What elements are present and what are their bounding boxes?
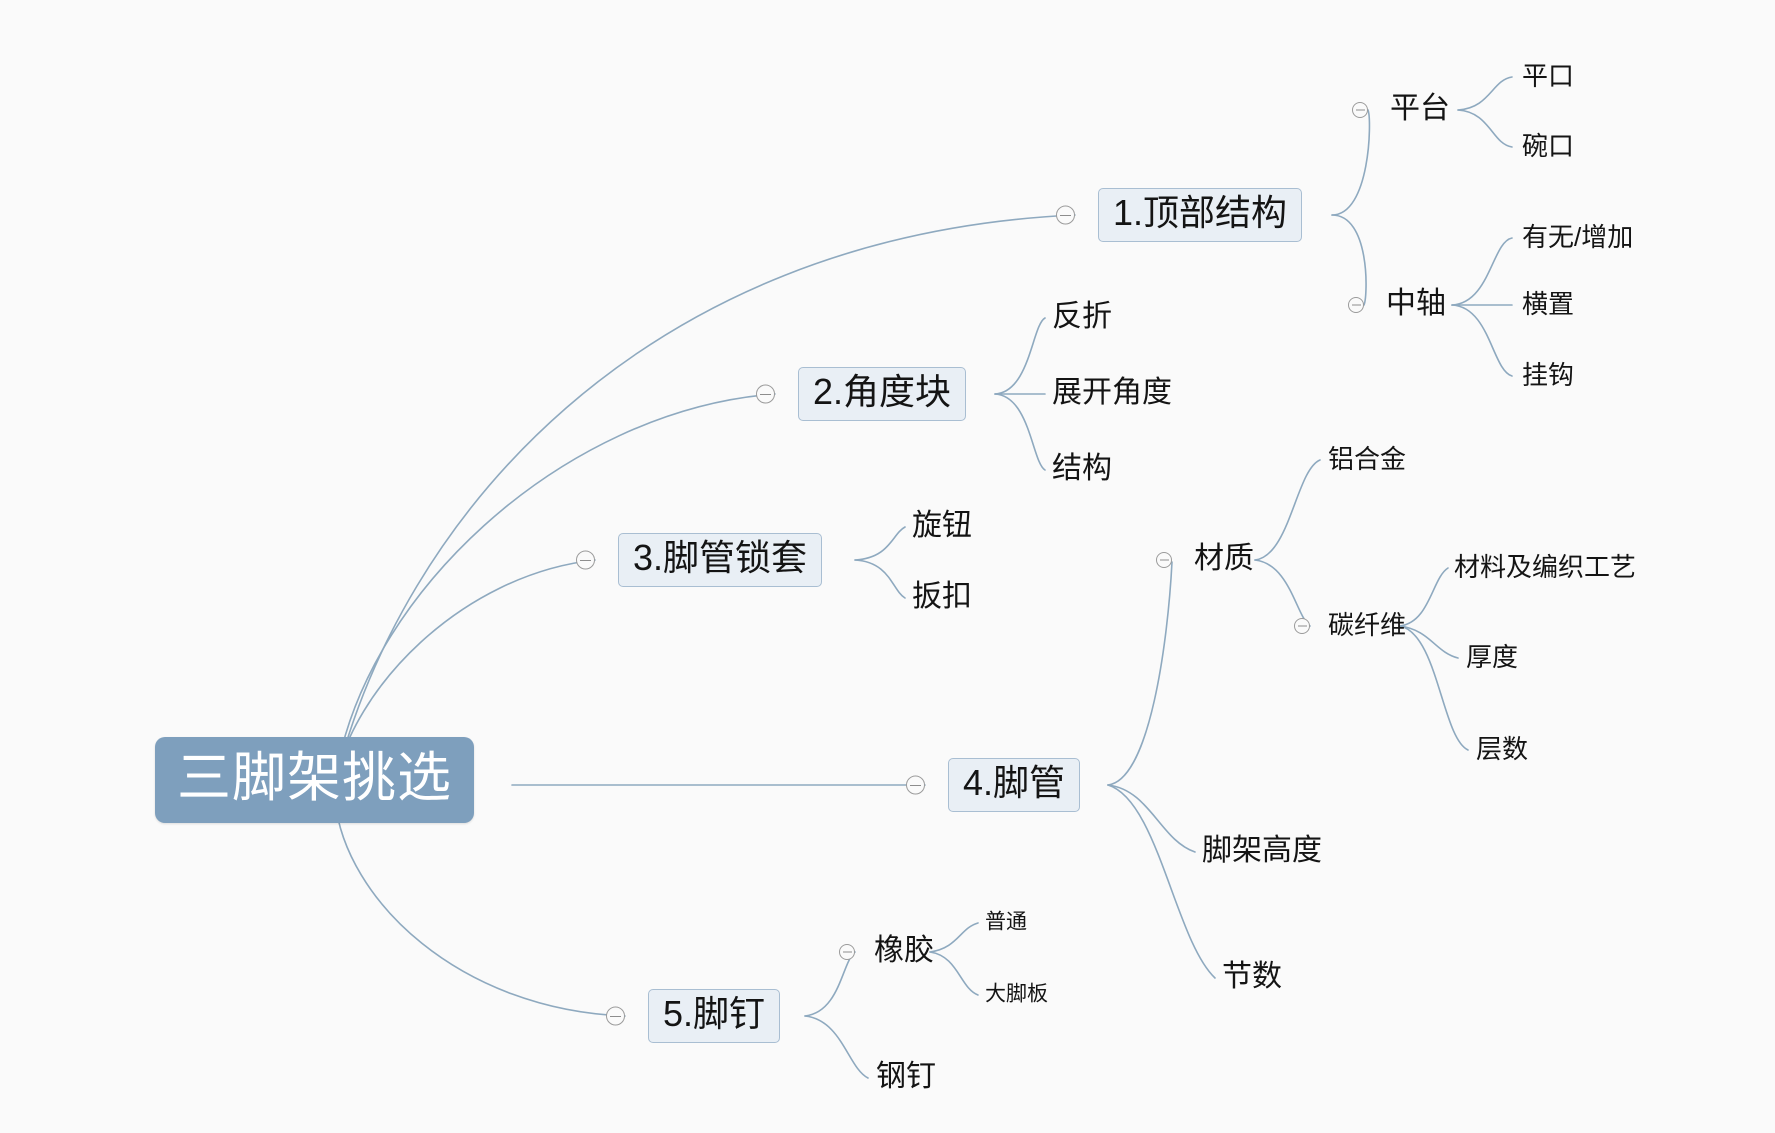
- node-b4-c1-g1[interactable]: 铝合金: [1326, 444, 1408, 476]
- edge-b5-to-steel: [804, 1015, 869, 1079]
- root-node-label: 三脚架挑选: [177, 748, 452, 808]
- node-b5-c1[interactable]: 橡胶: [872, 934, 936, 970]
- node-b4-c1[interactable]: 材质: [1192, 542, 1256, 578]
- node-b1-label: 1.顶部结构: [1113, 192, 1288, 233]
- node-b4-c1-g2-h3-label: 层数: [1476, 734, 1529, 764]
- node-b5-c1-g1[interactable]: 普通: [984, 911, 1028, 936]
- toggle-b2[interactable]: [756, 384, 775, 404]
- node-b5-c1-g1-label: 普通: [985, 910, 1027, 934]
- edge-platform-to-flat: [1457, 76, 1513, 111]
- edge-b4-to-material: [1107, 561, 1173, 786]
- node-b1-c2-g1-label: 有无/增加: [1522, 222, 1634, 252]
- node-b1[interactable]: 1.顶部结构: [1098, 188, 1303, 242]
- node-b5-c1-label: 橡胶: [874, 934, 934, 967]
- edge-b4-to-sections: [1107, 784, 1216, 979]
- node-b5[interactable]: 5.脚钉: [648, 989, 781, 1043]
- node-b4-c1-g2-h2-label: 厚度: [1466, 642, 1519, 672]
- node-b4-c2[interactable]: 脚架高度: [1200, 834, 1324, 870]
- node-b3-c2[interactable]: 扳扣: [910, 580, 974, 616]
- edge-root-to-b2: [334, 393, 776, 784]
- node-b4-c1-g2-h3[interactable]: 层数: [1474, 734, 1530, 766]
- node-b1-c2-label: 中轴: [1386, 287, 1446, 320]
- toggle-b3[interactable]: [576, 550, 595, 570]
- edge-carbon-to-layers: [1399, 625, 1469, 751]
- node-b4-c1-g2[interactable]: 碳纤维: [1326, 610, 1408, 642]
- node-b2-c2-label: 展开角度: [1052, 376, 1172, 409]
- edge-b3-to-knob: [854, 526, 906, 561]
- toggle-b1-c1[interactable]: [1352, 102, 1368, 118]
- edge-b4-to-height: [1107, 784, 1196, 853]
- node-b2-c2[interactable]: 展开角度: [1050, 376, 1174, 412]
- node-b1-c2-g3[interactable]: 挂钩: [1520, 360, 1576, 392]
- edge-b2-to-structure: [994, 393, 1046, 471]
- toggle-b4-c1[interactable]: [1156, 552, 1172, 568]
- node-b3-label: 3.脚管锁套: [633, 537, 808, 578]
- node-b4-c1-g2-label: 碳纤维: [1328, 610, 1407, 640]
- node-b2-label: 2.角度块: [813, 371, 952, 412]
- node-b1-c1-g1-label: 平口: [1522, 61, 1575, 91]
- edge-rubber-to-bigfoot: [929, 951, 979, 996]
- node-b3-c1[interactable]: 旋钮: [910, 509, 974, 545]
- node-b4-c1-g2-h1-label: 材料及编织工艺: [1454, 552, 1637, 582]
- toggle-b1-c2[interactable]: [1348, 297, 1364, 313]
- node-b3-c1-label: 旋钮: [912, 509, 972, 542]
- node-b3[interactable]: 3.脚管锁套: [618, 533, 823, 587]
- node-b5-c2[interactable]: 钢钉: [874, 1060, 938, 1096]
- node-b1-c2[interactable]: 中轴: [1384, 287, 1448, 323]
- toggle-b5[interactable]: [606, 1006, 625, 1026]
- node-b5-label: 5.脚钉: [663, 993, 766, 1034]
- edge-center-to-hook: [1451, 304, 1513, 377]
- node-b4-label: 4.脚管: [963, 762, 1066, 803]
- node-b1-c1-g1[interactable]: 平口: [1520, 61, 1576, 93]
- edge-root-to-b5: [334, 799, 626, 1017]
- edge-b1-to-platform: [1331, 109, 1371, 216]
- node-b2-c3-label: 结构: [1052, 452, 1112, 485]
- edge-b3-to-latch: [854, 559, 906, 599]
- edge-rubber-to-normal: [929, 922, 979, 953]
- node-b2-c1[interactable]: 反折: [1050, 300, 1114, 336]
- node-b5-c1-g2[interactable]: 大脚板: [984, 983, 1049, 1008]
- node-b4-c1-g2-h1[interactable]: 材料及编织工艺: [1452, 552, 1638, 584]
- node-b1-c1-g2-label: 碗口: [1522, 131, 1575, 161]
- edge-material-to-carbon: [1254, 559, 1311, 627]
- node-b1-c2-g2[interactable]: 横置: [1520, 289, 1576, 321]
- node-b1-c1[interactable]: 平台: [1388, 92, 1452, 128]
- node-b1-c2-g1[interactable]: 有无/增加: [1520, 222, 1635, 254]
- node-b5-c2-label: 钢钉: [876, 1060, 936, 1093]
- toggle-b5-c1[interactable]: [839, 944, 855, 960]
- node-b4-c1-g1-label: 铝合金: [1328, 444, 1407, 474]
- node-b2-c3[interactable]: 结构: [1050, 452, 1114, 488]
- node-b4-c2-label: 脚架高度: [1202, 834, 1322, 867]
- node-b4[interactable]: 4.脚管: [948, 758, 1081, 812]
- node-b4-c3-label: 节数: [1222, 960, 1282, 993]
- node-b3-c2-label: 扳扣: [912, 580, 972, 613]
- toggle-b4[interactable]: [906, 775, 925, 795]
- node-b4-c1-label: 材质: [1194, 542, 1254, 575]
- edge-center-to-exist: [1451, 237, 1513, 306]
- node-b2[interactable]: 2.角度块: [798, 367, 967, 421]
- edge-material-to-alu: [1254, 459, 1321, 561]
- edge-root-to-b1: [334, 214, 1076, 784]
- node-b1-c1-g2[interactable]: 碗口: [1520, 131, 1576, 163]
- node-b4-c3[interactable]: 节数: [1220, 960, 1284, 996]
- edge-b5-to-rubber: [804, 951, 856, 1017]
- node-b5-c1-g2-label: 大脚板: [985, 982, 1048, 1006]
- edge-b1-to-centercolumn: [1331, 214, 1367, 306]
- edge-carbon-to-thickness: [1399, 625, 1459, 659]
- node-b1-c2-g3-label: 挂钩: [1522, 360, 1575, 390]
- edge-platform-to-bowl: [1457, 109, 1513, 148]
- node-b1-c2-g2-label: 横置: [1522, 289, 1575, 319]
- toggle-b4-c1-g2[interactable]: [1294, 618, 1310, 634]
- node-b4-c1-g2-h2[interactable]: 厚度: [1464, 642, 1520, 674]
- toggle-b1[interactable]: [1056, 205, 1075, 225]
- edge-b2-to-fold: [994, 317, 1046, 395]
- node-b1-c1-label: 平台: [1390, 92, 1450, 125]
- node-b2-c1-label: 反折: [1052, 300, 1112, 333]
- root-node[interactable]: 三脚架挑选: [155, 737, 474, 823]
